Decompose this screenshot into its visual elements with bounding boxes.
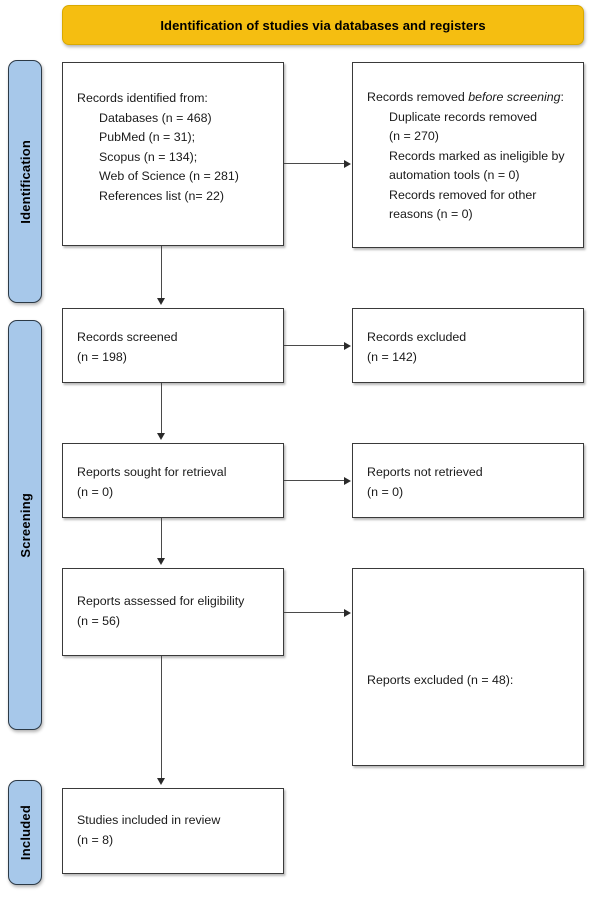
box-reports-not-retrieved: Reports not retrieved (n = 0) xyxy=(352,443,584,518)
studies-included-line1: Studies included in review xyxy=(77,813,221,827)
diagram-header-banner: Identification of studies via databases … xyxy=(62,5,584,45)
records-removed-heading: Records removed before screening: xyxy=(367,88,575,108)
box-reports-sought-content: Reports sought for retrieval (n = 0) xyxy=(77,463,275,502)
connector-screened-to-sought xyxy=(161,383,163,435)
box-reports-not-retrieved-content: Reports not retrieved (n = 0) xyxy=(367,463,575,502)
box-records-excluded: Records excluded (n = 142) xyxy=(352,308,584,383)
stage-label-included: Included xyxy=(8,780,42,885)
arrowhead-right-icon xyxy=(344,341,351,350)
arrowhead-down-icon xyxy=(157,778,165,785)
reports-sought-line2: (n = 0) xyxy=(77,484,114,499)
box-records-excluded-content: Records excluded (n = 142) xyxy=(367,328,575,367)
records-identified-item: Databases (n = 468) xyxy=(99,110,212,125)
arrowhead-down-icon xyxy=(157,433,165,440)
diagram-header-title: Identification of studies via databases … xyxy=(160,17,486,33)
records-removed-item: automation tools (n = 0) xyxy=(389,168,520,182)
box-reports-excluded-reasons-content: Reports excluded (n = 48): xyxy=(367,671,575,691)
arrowhead-down-icon xyxy=(157,298,165,305)
box-records-screened-content: Records screened (n = 198) xyxy=(77,328,275,367)
connector-identified-to-removed xyxy=(284,163,345,165)
arrowhead-right-icon xyxy=(344,159,351,168)
connector-assessed-to-included xyxy=(161,656,163,780)
connector-identified-to-screened xyxy=(161,246,163,300)
box-reports-assessed-content: Reports assessed for eligibility (n = 56… xyxy=(77,592,275,631)
box-studies-included-content: Studies included in review (n = 8) xyxy=(77,811,275,850)
stage-label-identification-text: Identification xyxy=(17,139,33,224)
box-reports-excluded-reasons: Reports excluded (n = 48): xyxy=(352,568,584,766)
stage-label-identification: Identification xyxy=(8,60,42,303)
reports-assessed-line1: Reports assessed for eligibility xyxy=(77,594,245,608)
studies-included-line2: (n = 8) xyxy=(77,832,114,847)
box-records-identified-content: Records identified from: Databases (n = … xyxy=(77,89,275,206)
box-reports-sought: Reports sought for retrieval (n = 0) xyxy=(62,443,284,518)
records-screened-line1: Records screened xyxy=(77,330,178,344)
connector-sought-to-assessed xyxy=(161,518,163,560)
reports-excluded-reasons-line1: Reports excluded (n = 48): xyxy=(367,673,514,687)
box-records-identified: Records identified from: Databases (n = … xyxy=(62,62,284,246)
stage-label-screening: Screening xyxy=(8,320,42,730)
reports-not-retrieved-line2: (n = 0) xyxy=(367,484,404,499)
records-identified-item: PubMed (n = 31); xyxy=(99,130,196,144)
connector-screened-to-excluded xyxy=(284,345,345,347)
reports-not-retrieved-line1: Reports not retrieved xyxy=(367,465,483,479)
records-identified-item: Web of Science (n = 281) xyxy=(99,169,239,183)
box-records-screened: Records screened (n = 198) xyxy=(62,308,284,383)
connector-assessed-to-reports-excluded xyxy=(284,612,345,614)
stage-label-included-text: Included xyxy=(17,804,33,861)
records-excluded-line1: Records excluded xyxy=(367,330,467,344)
stage-label-screening-text: Screening xyxy=(17,492,33,558)
arrowhead-right-icon xyxy=(344,608,351,617)
records-removed-heading-italic: before screening xyxy=(468,90,561,104)
records-removed-item: reasons (n = 0) xyxy=(389,207,473,221)
records-removed-item: Records removed for other xyxy=(389,187,537,202)
records-identified-item: Scopus (n = 134); xyxy=(99,149,198,164)
box-reports-assessed: Reports assessed for eligibility (n = 56… xyxy=(62,568,284,656)
records-removed-item: (n = 270) xyxy=(389,129,439,143)
records-removed-item: Duplicate records removed xyxy=(389,109,538,124)
box-studies-included: Studies included in review (n = 8) xyxy=(62,788,284,874)
records-removed-heading-post: : xyxy=(560,90,564,104)
records-screened-line2: (n = 198) xyxy=(77,349,127,364)
connector-sought-to-not-retrieved xyxy=(284,480,345,482)
records-removed-heading-pre: Records removed xyxy=(367,90,469,104)
records-identified-item: References list (n= 22) xyxy=(99,188,224,203)
reports-sought-line1: Reports sought for retrieval xyxy=(77,465,227,479)
arrowhead-right-icon xyxy=(344,476,351,485)
box-records-removed: Records removed before screening: Duplic… xyxy=(352,62,584,248)
records-removed-item: Records marked as ineligible by xyxy=(389,148,565,163)
records-excluded-line2: (n = 142) xyxy=(367,349,417,364)
records-identified-heading: Records identified from: xyxy=(77,91,208,105)
box-records-removed-content: Records removed before screening: Duplic… xyxy=(367,88,575,225)
arrowhead-down-icon xyxy=(157,558,165,565)
reports-assessed-line2: (n = 56) xyxy=(77,613,121,628)
